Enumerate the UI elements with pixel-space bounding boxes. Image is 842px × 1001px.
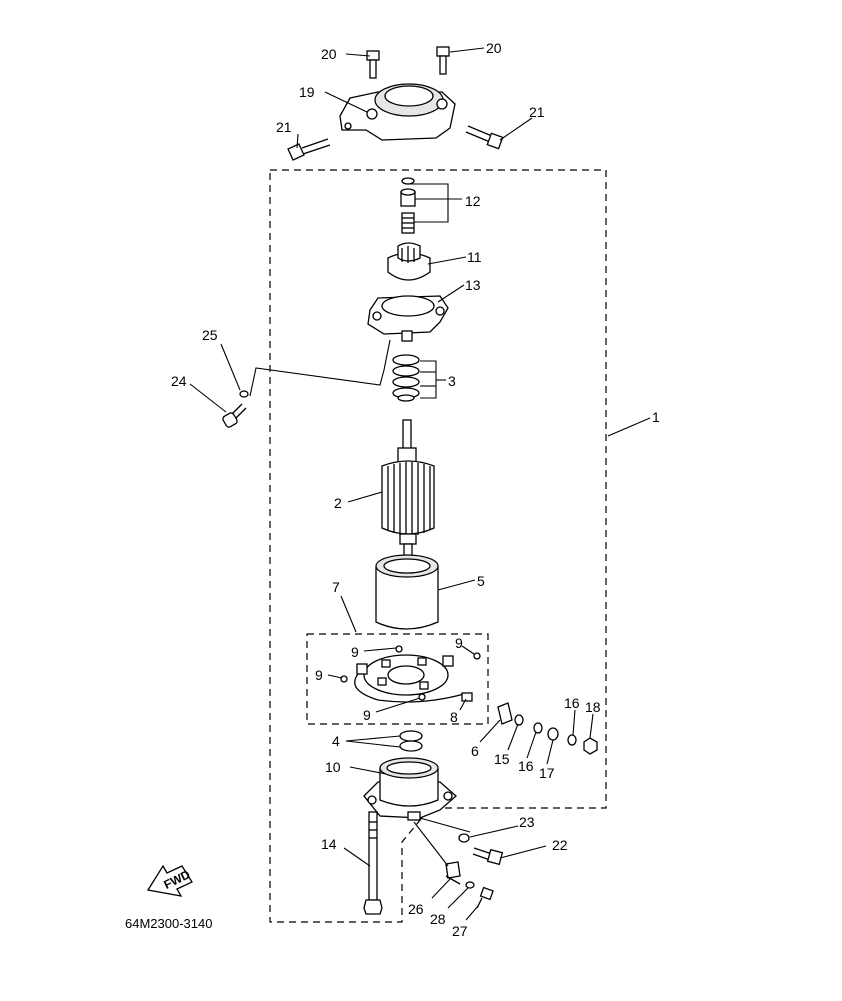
callout-12: 12 xyxy=(465,193,481,209)
callout-26: 26 xyxy=(408,901,424,917)
callout-22: 22 xyxy=(552,837,568,853)
bolt-top-right xyxy=(436,46,450,75)
forward-direction-arrow: FWD xyxy=(146,864,193,897)
washer-small xyxy=(239,390,249,398)
callout-13: 13 xyxy=(465,277,481,293)
bolt-top-left xyxy=(366,50,380,79)
yoke-housing xyxy=(375,554,439,630)
callout-9-bottom: 9 xyxy=(363,707,371,723)
upper-bracket xyxy=(339,83,456,141)
callout-9-right: 9 xyxy=(455,635,463,651)
callout-11: 11 xyxy=(467,249,482,265)
callout-6: 6 xyxy=(471,743,479,759)
callout-5: 5 xyxy=(477,573,485,589)
callout-16-upper: 16 xyxy=(564,695,580,711)
callout-24: 24 xyxy=(171,373,187,389)
pinion-gear xyxy=(387,242,431,281)
callout-25: 25 xyxy=(202,327,218,343)
callout-leaders xyxy=(189,47,651,921)
callout-labels: 1 2 3 4 5 6 7 8 9 9 9 9 10 11 12 13 14 1… xyxy=(171,40,660,939)
rear-cover xyxy=(363,757,457,821)
callout-9-top: 9 xyxy=(351,644,359,660)
drawing-code: 64M2300-3140 xyxy=(125,916,212,931)
callout-19: 19 xyxy=(299,84,315,100)
screw-small-side xyxy=(222,403,247,428)
callout-20-left: 20 xyxy=(321,46,337,62)
callout-4: 4 xyxy=(332,733,340,749)
callout-14: 14 xyxy=(321,836,337,852)
pinion-stopper-set xyxy=(400,177,416,234)
callout-8: 8 xyxy=(450,709,458,725)
callout-21-left: 21 xyxy=(276,119,292,135)
brush-holder-group-boundary xyxy=(306,633,489,725)
through-bolt xyxy=(363,811,383,915)
callout-10: 10 xyxy=(325,759,341,775)
callout-3: 3 xyxy=(448,373,456,389)
callout-27: 27 xyxy=(452,923,468,939)
armature xyxy=(381,419,435,557)
callout-2: 2 xyxy=(334,495,342,511)
callout-21-right: 21 xyxy=(529,104,545,120)
terminal-parts xyxy=(497,702,598,755)
bolt-right-side xyxy=(465,125,504,150)
callout-1: 1 xyxy=(652,409,660,425)
thrust-washer-stack xyxy=(392,354,420,402)
rear-washers xyxy=(399,730,423,752)
callout-20-right: 20 xyxy=(486,40,502,56)
callout-16-lower: 16 xyxy=(518,758,534,774)
lower-hardware xyxy=(445,833,504,909)
bolt-left-side xyxy=(287,138,331,161)
callout-17: 17 xyxy=(539,765,555,781)
brush-holder xyxy=(340,645,481,703)
front-cover xyxy=(367,295,449,342)
callout-15: 15 xyxy=(494,751,510,767)
callout-9-left: 9 xyxy=(315,667,323,683)
callout-18: 18 xyxy=(585,699,601,715)
starter-assembly-boundary xyxy=(269,169,607,923)
callout-7: 7 xyxy=(332,579,340,595)
callout-23: 23 xyxy=(519,814,535,830)
callout-28: 28 xyxy=(430,911,446,927)
